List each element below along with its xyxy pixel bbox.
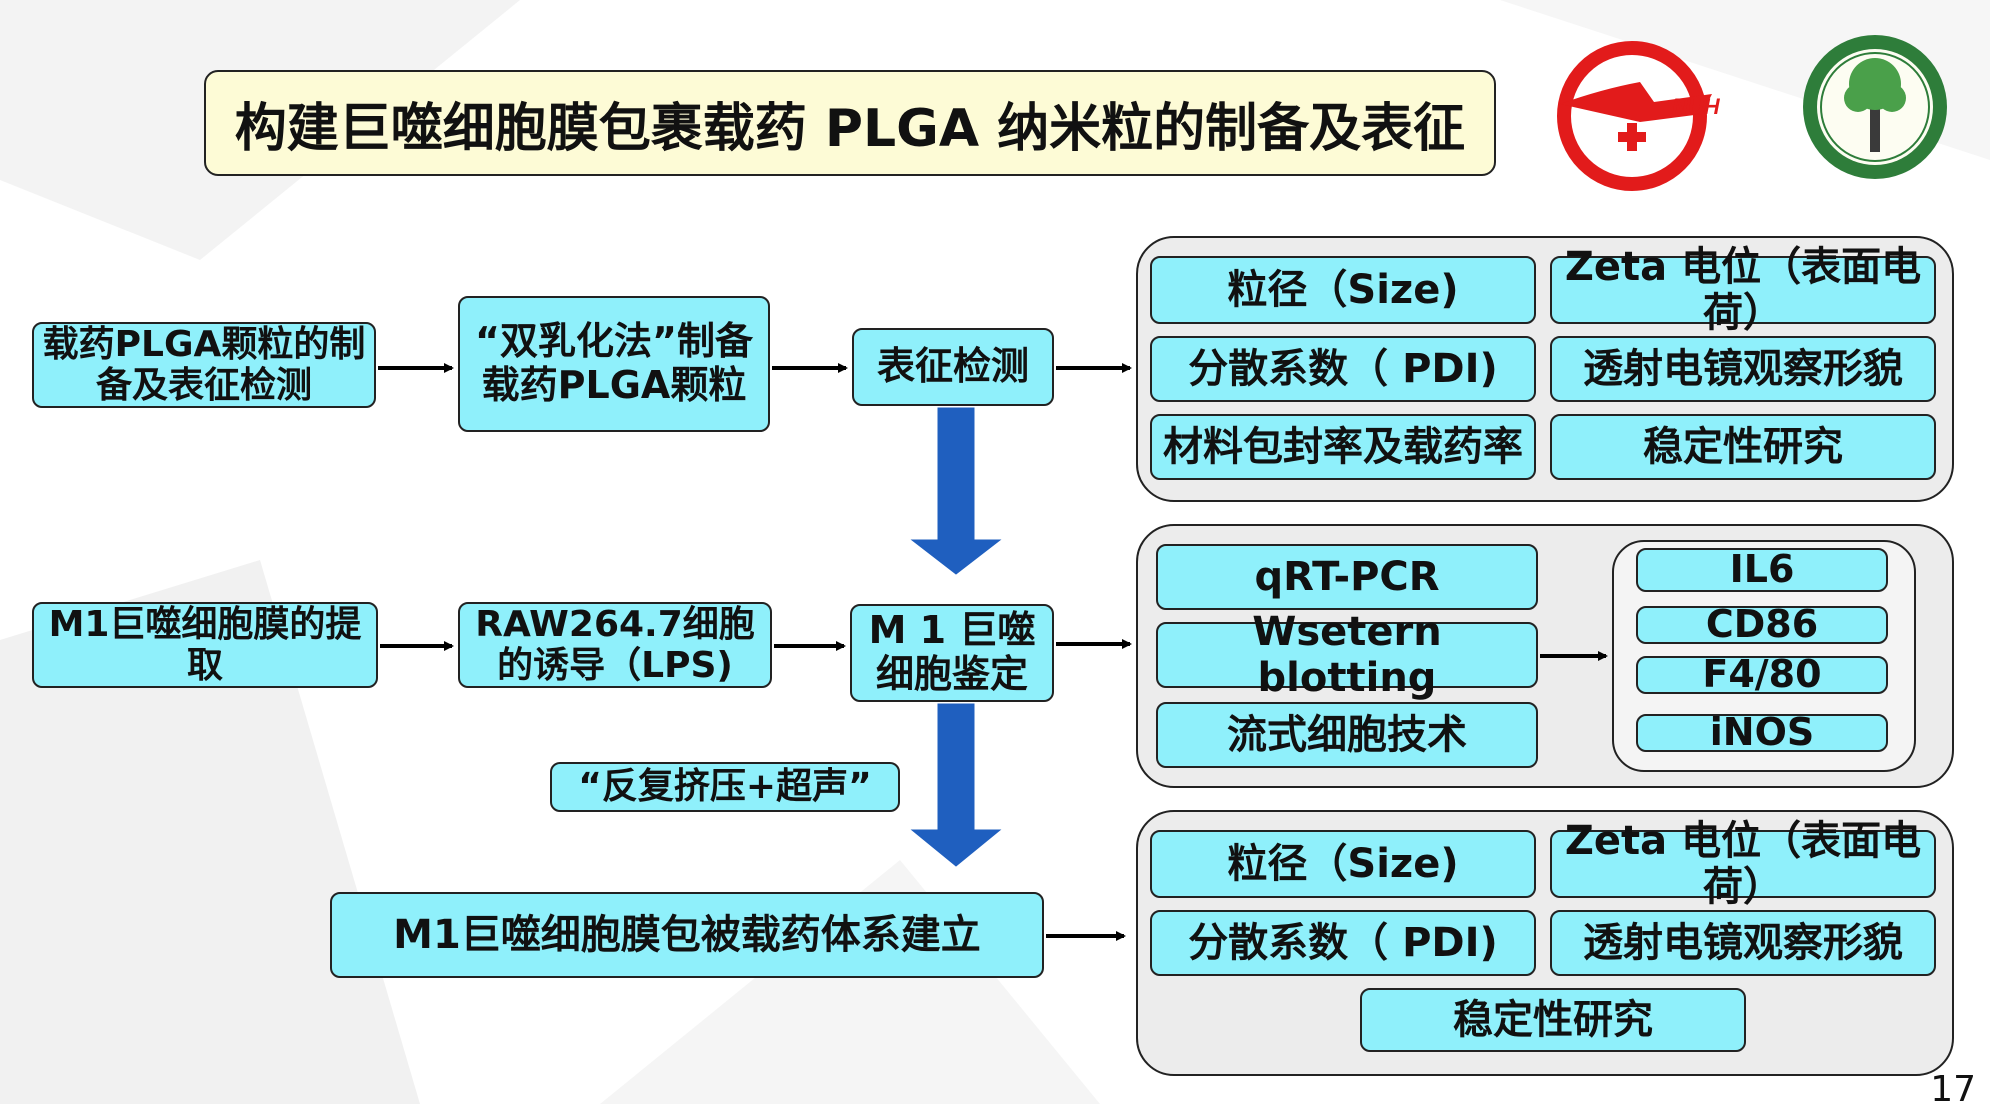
hospital-logo: NUH: [1522, 34, 1742, 194]
zeta-potential-result-box: Zeta 电位（表面电荷）: [1550, 244, 1936, 336]
characterization-box: 表征检测: [852, 328, 1054, 406]
m1-identification-box: M 1 巨噬细胞鉴定: [850, 604, 1054, 702]
extrusion-sonication-label: “反复挤压+超声”: [550, 762, 900, 812]
marker-f4-80: F4/80: [1636, 652, 1888, 696]
tem-morphology-result-box: 透射电镜观察形貌: [1550, 336, 1936, 402]
coated-size-result-box: 粒径（Size): [1150, 830, 1536, 898]
flow-cytometry-box: 流式细胞技术: [1156, 702, 1538, 768]
plga-preparation-box: 载药PLGA颗粒的制备及表征检测: [32, 322, 376, 408]
double-emulsion-box: “双乳化法”制备载药PLGA颗粒: [458, 296, 770, 432]
coated-zeta-result-box: Zeta 电位（表面电荷）: [1550, 818, 1936, 910]
raw264-induction-box: RAW264.7细胞的诱导（LPS): [458, 602, 772, 688]
western-blotting-box: Wsetern blotting: [1156, 609, 1538, 701]
coated-system-box: M1巨噬细胞膜包被载药体系建立: [330, 892, 1044, 978]
marker-cd86: CD86: [1636, 602, 1888, 646]
size-result-box: 粒径（Size): [1150, 256, 1536, 324]
coated-stability-result-box: 稳定性研究: [1360, 988, 1746, 1052]
marker-inos: iNOS: [1636, 710, 1888, 754]
page-title: 构建巨噬细胞膜包裹载药 PLGA 纳米粒的制备及表征: [204, 70, 1496, 176]
coated-pdi-result-box: 分散系数（ PDI): [1150, 910, 1536, 976]
coated-tem-result-box: 透射电镜观察形貌: [1550, 910, 1936, 976]
stability-result-box: 稳定性研究: [1550, 414, 1936, 480]
logo-text: NUH: [1672, 94, 1721, 119]
qrt-pcr-box: qRT-PCR: [1156, 544, 1538, 610]
institute-seal-logo: [1800, 32, 1950, 182]
page-number: 17: [1930, 1069, 1976, 1110]
m1-membrane-extraction-box: M1巨噬细胞膜的提取: [32, 602, 378, 688]
pdi-result-box: 分散系数（ PDI): [1150, 336, 1536, 402]
encapsulation-rate-result-box: 材料包封率及载药率: [1150, 414, 1536, 480]
marker-il6: IL6: [1636, 547, 1888, 592]
